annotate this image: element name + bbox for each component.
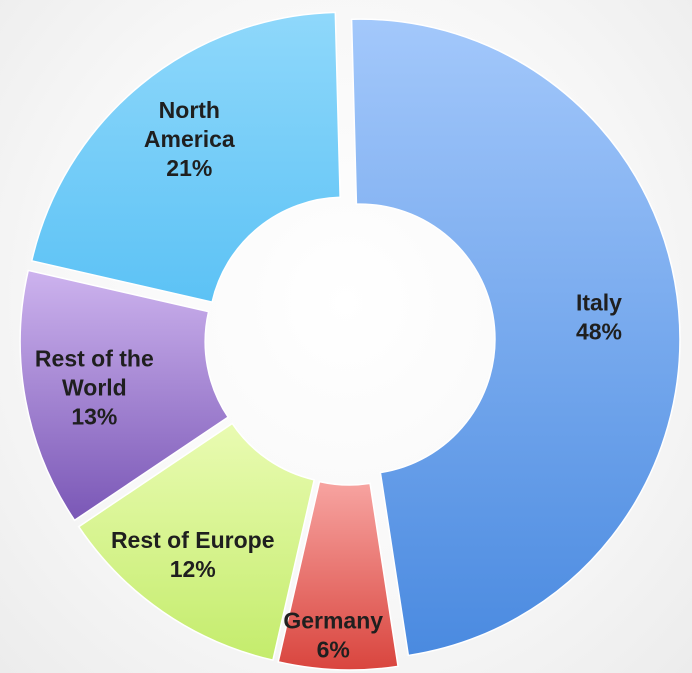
slice-label-italy: Italy 48% [576, 289, 622, 344]
slice-label-line: World [62, 374, 127, 400]
slice-north-america [30, 11, 341, 304]
slice-label-line: 12% [170, 556, 216, 582]
slice-label-line: Rest of the [35, 345, 154, 371]
slice-label-rest-of-europe: Rest of Europe 12% [111, 527, 275, 582]
slice-rest-of-the-world [19, 269, 230, 522]
slice-label-line: America [144, 126, 235, 152]
slice-label-line: Rest of Europe [111, 527, 275, 553]
slice-label-line: Italy [576, 289, 622, 315]
slice-rest-of-europe [77, 422, 316, 662]
slice-label-line: 13% [71, 403, 117, 429]
slice-label-germany: Germany 6% [283, 607, 383, 662]
slice-label-line: 21% [166, 155, 212, 181]
slice-label-line: Germany [283, 607, 383, 633]
slice-italy [350, 18, 681, 657]
slice-label-line: 6% [317, 636, 350, 662]
donut-slices [19, 11, 681, 671]
slice-label-line: 48% [576, 318, 622, 344]
slice-germany [277, 480, 399, 671]
slice-label-line: North [159, 97, 220, 123]
